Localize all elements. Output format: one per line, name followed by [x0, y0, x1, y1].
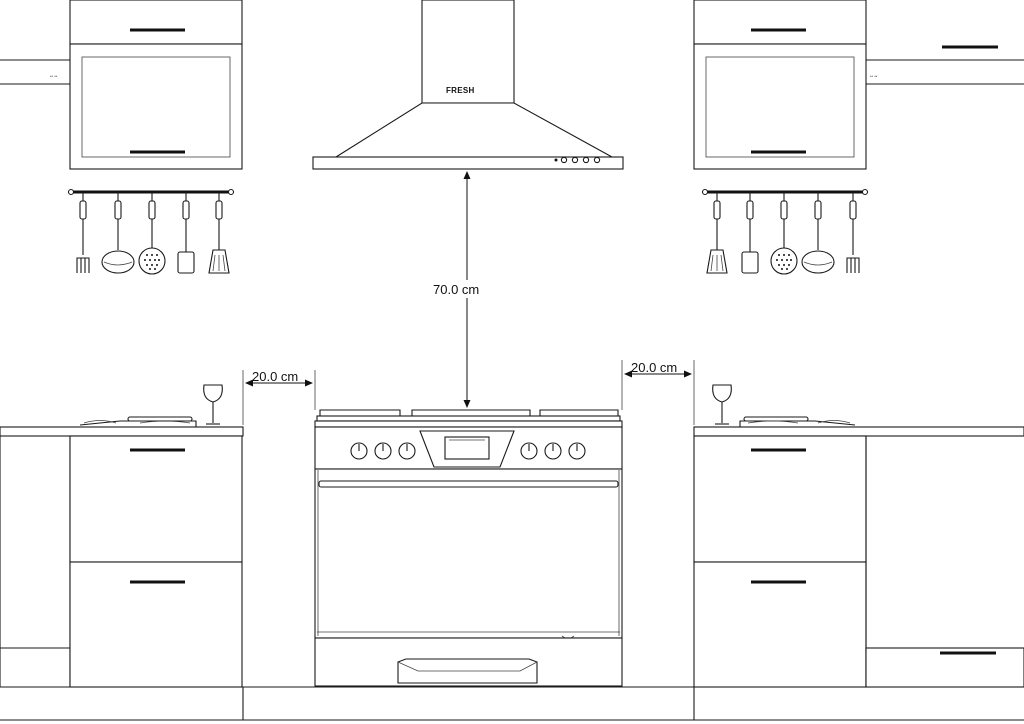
dimension-hood-height: 70.0 cm: [430, 171, 490, 408]
dimension-right-gap: 20.0 cm: [621, 360, 695, 425]
left-countertop-items: [79, 384, 223, 427]
dimension-left-gap: 20.0 cm: [242, 369, 316, 425]
hood-brand-logo: FRESH: [446, 86, 475, 95]
right-gap-label: 20.0 cm: [631, 360, 677, 375]
left-wall-cabinet: ** **: [0, 0, 243, 170]
right-countertop-items: [712, 384, 856, 427]
hood-height-label: 70.0 cm: [433, 282, 479, 297]
right-cabinet-label: ** **: [870, 74, 878, 79]
left-gap-label: 20.0 cm: [252, 369, 298, 384]
freestanding-range: [314, 409, 623, 687]
right-wall-cabinet: ** **: [693, 0, 1024, 170]
left-utensil-rail: [67, 188, 235, 275]
left-base-cabinet: [0, 426, 244, 688]
right-utensil-rail: [701, 188, 869, 275]
floor-line: [0, 686, 1024, 721]
right-base-cabinet: [693, 426, 1024, 688]
range-hood: FRESH: [312, 0, 624, 170]
left-cabinet-label: ** **: [50, 74, 58, 79]
